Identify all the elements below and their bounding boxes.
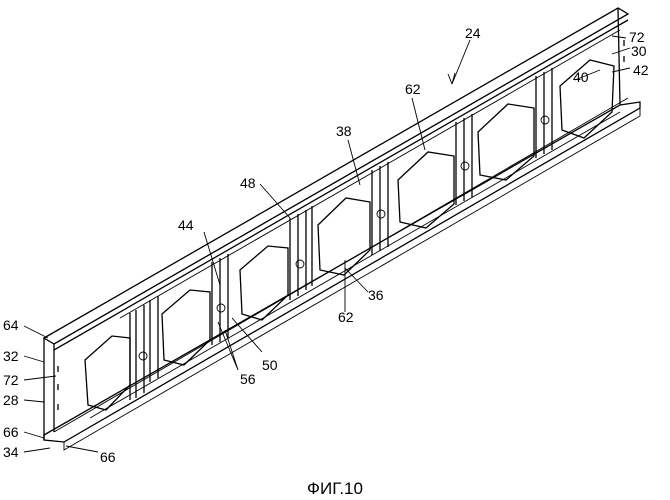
end-slots (58, 40, 624, 410)
label-42: 42 (633, 62, 649, 78)
figure-caption: ФИГ.10 (307, 479, 363, 498)
label-66-bottom: 66 (100, 449, 116, 465)
label-72-left: 72 (3, 372, 19, 388)
label-44: 44 (178, 217, 194, 233)
label-56: 56 (240, 371, 256, 387)
leader-lines (24, 36, 630, 452)
label-50: 50 (262, 357, 278, 373)
label-36: 36 (368, 287, 384, 303)
hexagonal-openings (85, 60, 614, 410)
label-32: 32 (3, 348, 19, 364)
label-40: 40 (573, 69, 589, 85)
label-28: 28 (3, 392, 19, 408)
label-66-left: 66 (3, 424, 19, 440)
label-62-top: 62 (405, 81, 421, 97)
label-62-bottom: 62 (338, 309, 354, 325)
label-64: 64 (3, 317, 19, 333)
label-48: 48 (240, 175, 256, 191)
label-38: 38 (336, 123, 352, 139)
label-24: 24 (465, 25, 481, 41)
beam-drawing (44, 8, 640, 450)
label-34: 34 (3, 444, 19, 460)
label-30: 30 (631, 43, 647, 59)
